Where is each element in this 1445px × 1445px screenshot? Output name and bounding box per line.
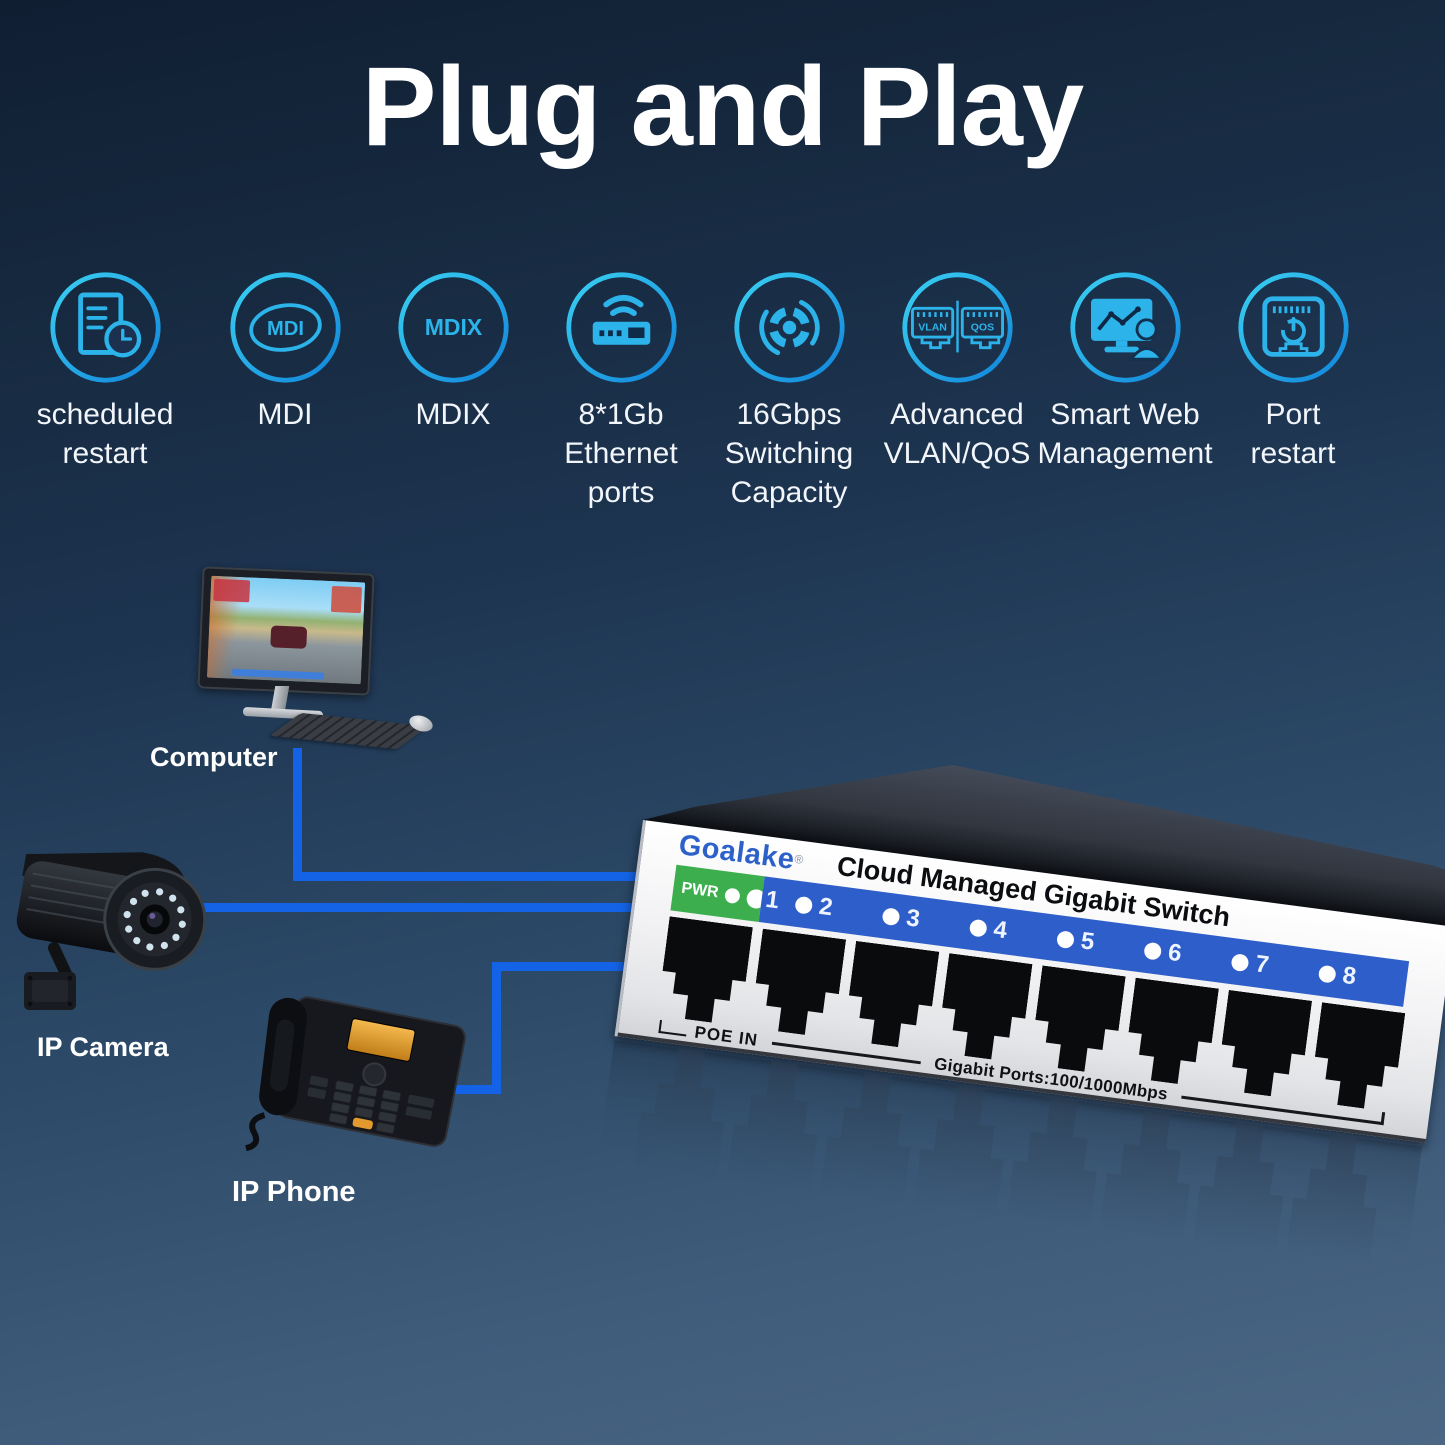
monitor-person-icon — [1068, 270, 1183, 385]
page-title: Plug and Play — [361, 44, 1084, 169]
port-led — [794, 895, 814, 915]
port-number: 8 — [1317, 959, 1408, 998]
port-number: 6 — [1143, 936, 1234, 975]
ip-phone-image — [245, 996, 466, 1152]
port-led — [1230, 952, 1250, 972]
svg-text:MDI: MDI — [267, 318, 304, 340]
mdix-badge-icon: MDIX — [396, 270, 511, 385]
port-led — [1056, 929, 1076, 949]
rj45-port — [750, 929, 846, 1039]
feature-mdi: MDI MDI — [180, 270, 390, 434]
camera-link-line — [203, 903, 655, 912]
monitor — [197, 566, 375, 696]
port-number: 4 — [968, 913, 1059, 952]
vlan-qos-connectors-icon: VLAN QOS — [900, 270, 1015, 385]
monitor-screen — [206, 575, 366, 685]
port-power-icon — [1236, 270, 1351, 385]
feature-mdix: MDIX MDIX — [348, 270, 558, 434]
computer-link-line-vertical — [293, 748, 302, 881]
port-number: 5 — [1055, 924, 1146, 963]
port-led — [968, 918, 988, 938]
switch-top-surface — [643, 764, 1445, 927]
rj45-port — [1216, 990, 1312, 1100]
mdi-badge-icon: MDI — [228, 270, 343, 385]
document-clock-icon — [48, 270, 163, 385]
keyboard — [269, 712, 429, 750]
port-number: 1 — [763, 885, 781, 915]
rj45-port — [843, 941, 939, 1051]
router-wifi-icon — [564, 270, 679, 385]
gigabit-switch-image: Goalake® Cloud Managed Gigabit Switch PW… — [575, 764, 1445, 1444]
port-led — [881, 906, 901, 926]
phone-link-line-vertical — [492, 962, 501, 1094]
registered-mark: ® — [793, 851, 805, 867]
svg-text:MDIX: MDIX — [424, 314, 482, 340]
rj45-port — [1029, 965, 1125, 1075]
radar-speed-icon — [732, 270, 847, 385]
power-led — [724, 886, 742, 904]
feature-label: MDIX — [415, 398, 491, 431]
port-led — [1317, 964, 1337, 984]
rj45-port — [1123, 978, 1219, 1088]
port-number: 3 — [881, 901, 972, 940]
svg-text:QOS: QOS — [970, 321, 993, 333]
port-number: 7 — [1230, 947, 1321, 986]
port-number: 2 — [794, 890, 885, 929]
feature-label: MDI — [257, 398, 313, 431]
phone-link-line-horizontal — [492, 962, 667, 971]
computer-image — [185, 566, 435, 760]
rj45-port — [1309, 1002, 1405, 1112]
ip-phone-label: IP Phone — [232, 1176, 356, 1208]
pwr-label: PWR — [680, 879, 720, 902]
computer-link-line-horizontal — [293, 872, 658, 881]
rj45-port — [657, 916, 753, 1026]
computer-label: Computer — [150, 742, 278, 772]
ip-camera-image — [16, 852, 207, 1010]
ip-camera-label: IP Camera — [37, 1032, 169, 1062]
rj45-port — [936, 953, 1032, 1063]
port-led — [1143, 941, 1163, 961]
svg-text:VLAN: VLAN — [918, 321, 947, 333]
poe-bracket-mark — [658, 1019, 688, 1036]
